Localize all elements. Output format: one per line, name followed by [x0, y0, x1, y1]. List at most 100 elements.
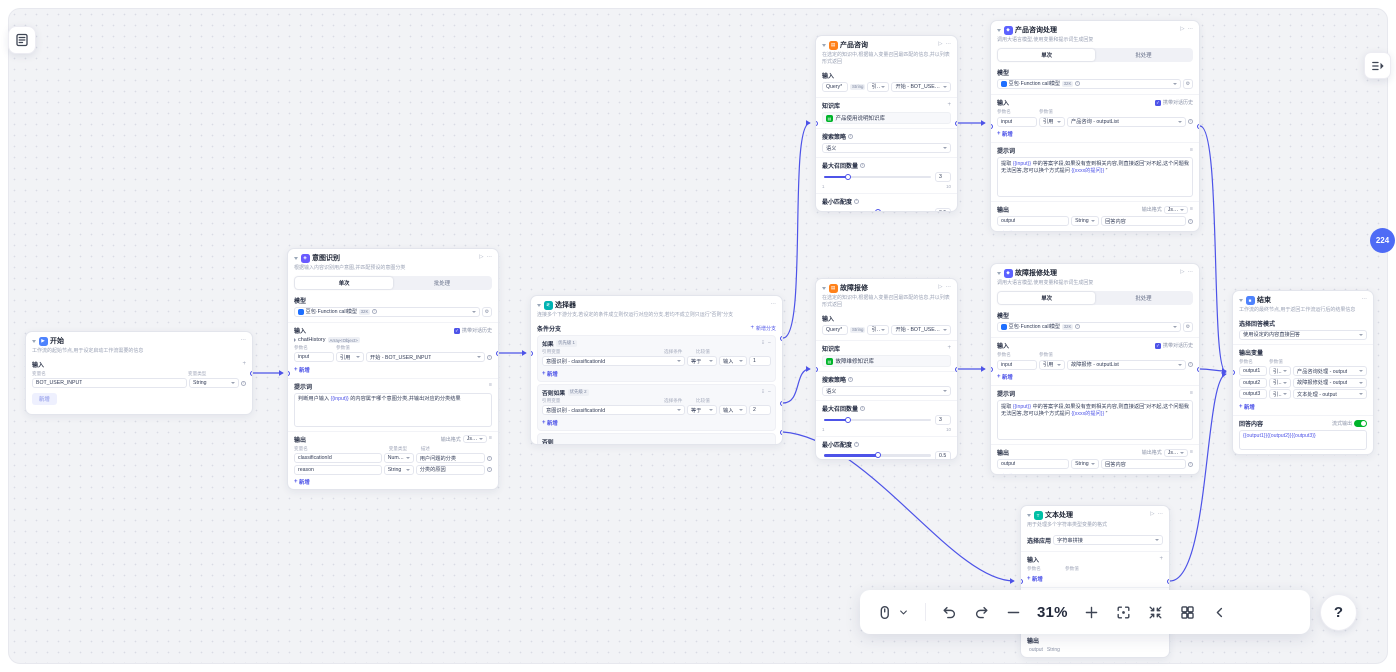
tab-batch[interactable]: 批处理 — [433, 280, 450, 287]
output-desc-field[interactable]: 用户问题的分类 — [415, 453, 485, 464]
more-icon[interactable] — [241, 338, 247, 344]
output-format-select[interactable]: Json — [1163, 448, 1188, 457]
prompt-editor[interactable]: 判断用户输入 {{input}} 的内容属于哪个意图分类,并输出对应的分类结果 — [294, 392, 492, 427]
condition-mode-select[interactable]: 输入 — [719, 356, 747, 367]
match-slider[interactable] — [824, 452, 931, 459]
node-knowledge-product[interactable]: ▤ 产品咨询 在选定的知识中,根据输入变量召回最匹配的信息,并以列表形式返回 输… — [815, 35, 958, 212]
branch-else-port[interactable] — [780, 430, 782, 435]
node-selector[interactable]: ≷ 选择器 连接多个下游分支,若设定的条件成立则仅运行对应的分支,若均不成立则只… — [530, 295, 783, 445]
input-port[interactable] — [1021, 579, 1023, 584]
model-settings-button[interactable] — [1183, 78, 1193, 89]
add-icon[interactable] — [947, 345, 951, 352]
edge-selector-kbfault[interactable] — [782, 366, 811, 404]
answer-mode-select[interactable]: 使用设定的内容直接回答 — [1239, 329, 1367, 340]
token-count-badge[interactable]: 224 — [1370, 228, 1395, 253]
output-type-select[interactable]: String — [1071, 216, 1100, 227]
more-icon[interactable] — [487, 255, 493, 261]
more-icon[interactable] — [946, 42, 952, 48]
chevron-down-icon[interactable] — [997, 28, 1001, 32]
format-icon[interactable] — [1190, 148, 1193, 154]
tab-batch[interactable]: 批处理 — [1135, 295, 1152, 302]
node-end[interactable]: ■ 结束 工作流的最终节点,用于返回工作流运行后的结果信息 选择回答模式 使用设… — [1232, 290, 1374, 455]
add-condition-button[interactable]: 新增 — [542, 370, 558, 378]
output-type-select[interactable]: Number — [383, 453, 414, 464]
edge-text-end[interactable] — [1169, 371, 1227, 582]
more-icon[interactable] — [946, 285, 952, 291]
drag-handle-icon[interactable] — [761, 341, 764, 347]
expand-caret-icon[interactable] — [294, 338, 296, 343]
branch-elif-port[interactable] — [780, 401, 782, 406]
condition-left-select[interactable]: 意图识别 - classificationId — [542, 405, 685, 416]
param-name-field[interactable]: Query* — [822, 324, 848, 335]
add-param-button[interactable]: 新增 — [1239, 403, 1255, 411]
info-icon[interactable] — [487, 467, 492, 473]
add-param-button[interactable]: 新增 — [997, 373, 1013, 381]
output-port[interactable] — [1197, 367, 1199, 372]
ref-value-select[interactable]: 文本处理 - output — [1293, 389, 1367, 400]
info-icon[interactable] — [487, 455, 492, 461]
param-name-field[interactable]: input — [997, 116, 1037, 127]
output-desc-field[interactable]: 回答内容 — [1101, 216, 1186, 227]
model-select[interactable]: 豆包·Function call模型 32K — [294, 306, 480, 317]
add-branch-button[interactable]: 新增分支 — [755, 325, 776, 332]
node-llm-product[interactable]: ◆ 产品咨询处理 调用大语言模型,使用变量和提示词生成回复 单次 批处理 模型 … — [990, 20, 1200, 232]
param-name-field[interactable]: output1 — [1239, 366, 1267, 377]
strategy-select[interactable]: 语义 — [822, 386, 951, 396]
info-icon[interactable] — [848, 377, 854, 382]
info-icon[interactable] — [1188, 362, 1193, 368]
more-icon[interactable] — [1188, 270, 1194, 276]
edge-selector-kbproduct[interactable] — [782, 120, 811, 339]
info-icon[interactable] — [1188, 461, 1193, 467]
add-icon[interactable] — [1159, 556, 1163, 563]
ref-mode-select[interactable]: 引用 — [1039, 359, 1065, 370]
match-value-field[interactable]: 0.5 — [935, 450, 951, 459]
variable-name-field[interactable]: BOT_USER_INPUT — [32, 378, 187, 389]
format-icon[interactable] — [1190, 391, 1193, 397]
redo-button[interactable] — [973, 604, 990, 621]
output-port[interactable] — [1197, 124, 1199, 129]
chevron-down-icon[interactable] — [997, 271, 1001, 275]
remove-branch-icon[interactable] — [768, 341, 771, 347]
output-type-select[interactable]: String — [383, 464, 414, 475]
auto-layout-button[interactable] — [1179, 604, 1196, 621]
minimap-toggle-button[interactable] — [1211, 604, 1228, 621]
output-name-field[interactable]: output — [997, 216, 1070, 227]
run-icon[interactable] — [938, 42, 942, 48]
ref-mode-select[interactable]: 引用 — [1039, 116, 1065, 127]
node-start[interactable]: ▶ 开始 工作流的起始节点,用于设定启动工作流需要的信息 输入 变量名变量类型 … — [25, 331, 253, 415]
collapse-nodes-button[interactable] — [1147, 604, 1164, 621]
model-settings-button[interactable] — [482, 306, 492, 317]
output-port[interactable] — [955, 121, 957, 126]
output-format-select[interactable]: Json — [462, 435, 487, 444]
chevron-down-icon[interactable] — [822, 286, 826, 290]
add-output-button[interactable]: 新增 — [997, 230, 1013, 231]
param-name-field[interactable]: Query* — [822, 81, 848, 92]
input-port[interactable] — [816, 121, 818, 126]
help-button[interactable]: ? — [1320, 594, 1357, 631]
edge-llmproduct-end[interactable] — [1199, 125, 1227, 375]
expand-panel-button[interactable] — [1364, 52, 1391, 79]
fit-view-button[interactable] — [1115, 604, 1132, 621]
more-icon[interactable] — [1158, 512, 1164, 518]
info-icon[interactable] — [854, 198, 860, 204]
variable-type-select[interactable]: String — [189, 378, 239, 389]
output-desc-field[interactable]: 分类的原因 — [415, 464, 485, 475]
run-log-button[interactable] — [8, 26, 36, 54]
tab-single[interactable]: 单次 — [998, 291, 1095, 304]
param-name-field[interactable]: input — [997, 359, 1037, 370]
node-text-process[interactable]: T 文本处理 用于处理多个字符串类型变量的格式 选择应用 字符串拼接 输入 参数… — [1020, 505, 1170, 658]
info-icon[interactable] — [1074, 81, 1080, 87]
condition-value-field[interactable]: 2 — [749, 405, 771, 416]
format-icon[interactable] — [489, 436, 492, 442]
run-icon[interactable] — [1180, 27, 1184, 33]
format-icon[interactable] — [1190, 207, 1193, 213]
branch-if-port[interactable] — [780, 336, 782, 341]
recall-value-field[interactable]: 3 — [935, 415, 951, 425]
add-output-button[interactable]: 新增 — [294, 478, 310, 486]
more-icon[interactable] — [1362, 297, 1368, 303]
ref-value-select[interactable]: 产品咨询处理 - output — [1293, 366, 1367, 377]
add-param-button[interactable]: 新增 — [997, 130, 1013, 138]
run-icon[interactable] — [479, 255, 483, 261]
match-slider[interactable] — [874, 209, 881, 211]
recall-value-field[interactable]: 3 — [935, 172, 951, 182]
